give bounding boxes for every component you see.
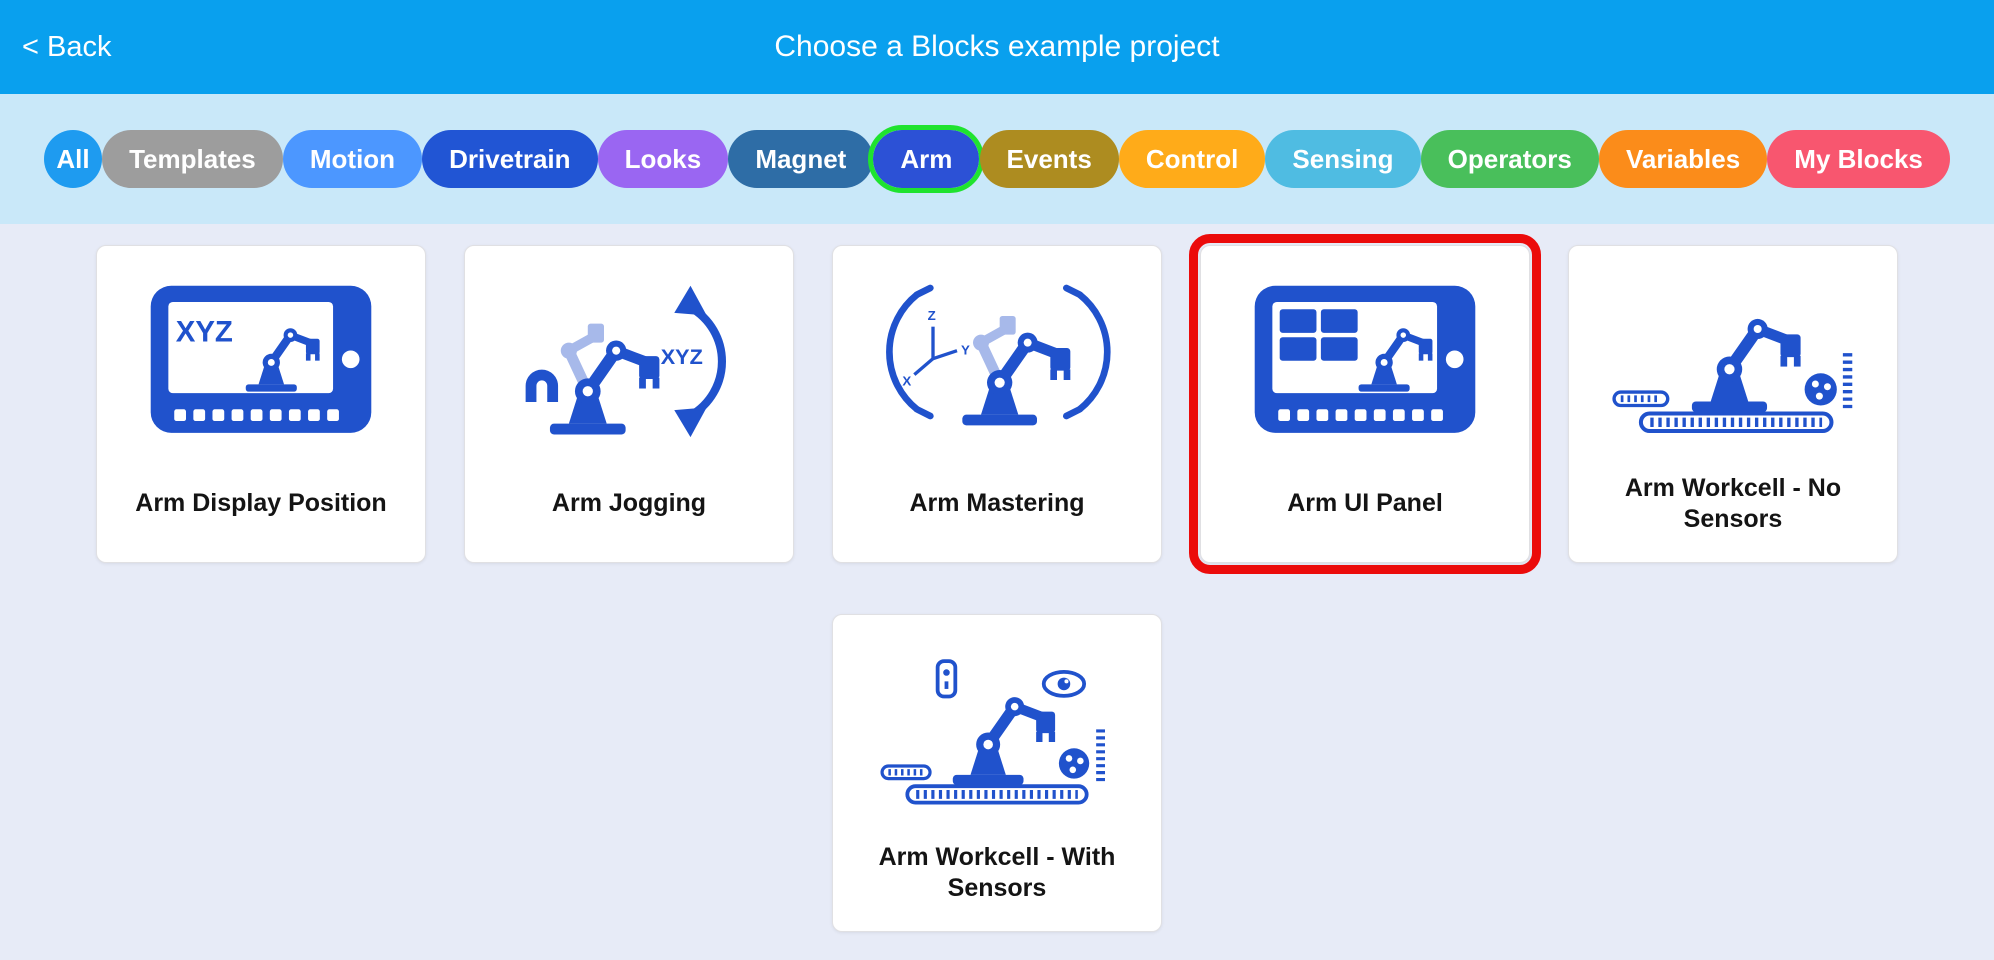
top-bar: < Back Choose a Blocks example project bbox=[0, 0, 1994, 94]
arm-jogging-icon: XYZ bbox=[465, 260, 793, 465]
filter-looks[interactable]: Looks bbox=[597, 130, 729, 188]
filter-arm[interactable]: Arm bbox=[868, 125, 985, 193]
svg-text:XYZ: XYZ bbox=[661, 344, 703, 369]
svg-text:X: X bbox=[902, 373, 911, 388]
filter-magnet[interactable]: Magnet bbox=[728, 130, 874, 188]
arm-workcell-with-sensors-icon bbox=[833, 629, 1161, 834]
arm-display-position-icon: XYZ bbox=[97, 260, 425, 465]
filter-my-blocks[interactable]: My Blocks bbox=[1767, 130, 1950, 188]
filter-motion[interactable]: Motion bbox=[282, 130, 423, 188]
svg-text:Y: Y bbox=[961, 342, 970, 357]
project-card-arm-ui-panel[interactable]: Arm UI Panel bbox=[1189, 234, 1541, 574]
project-card-label: Arm UI Panel bbox=[1287, 489, 1443, 518]
page-title: Choose a Blocks example project bbox=[774, 30, 1220, 63]
project-card-label: Arm Workcell - With Sensors bbox=[878, 843, 1116, 902]
project-card-arm-workcell-with-sensors[interactable]: Arm Workcell - With Sensors bbox=[832, 614, 1162, 932]
arm-ui-panel-icon bbox=[1201, 260, 1529, 465]
back-button[interactable]: < Back bbox=[22, 30, 112, 63]
filter-operators[interactable]: Operators bbox=[1420, 130, 1599, 188]
filter-variables[interactable]: Variables bbox=[1598, 130, 1768, 188]
project-card-label: Arm Workcell - No Sensors bbox=[1624, 474, 1842, 533]
filter-templates[interactable]: Templates bbox=[102, 130, 283, 188]
svg-text:Z: Z bbox=[928, 308, 936, 323]
svg-text:XYZ: XYZ bbox=[176, 316, 233, 349]
filter-all[interactable]: All bbox=[44, 130, 102, 188]
filter-control[interactable]: Control bbox=[1118, 130, 1266, 188]
arm-workcell-no-sensors-icon bbox=[1569, 260, 1897, 465]
cards-row-2: Arm Workcell - With Sensors bbox=[0, 614, 1994, 932]
project-card-arm-jogging[interactable]: XYZ Arm Jogging bbox=[464, 245, 794, 563]
project-card-arm-display-position[interactable]: XYZ Arm Display Position bbox=[96, 245, 426, 563]
project-card-label: Arm Jogging bbox=[551, 489, 707, 518]
filter-events[interactable]: Events bbox=[979, 130, 1119, 188]
project-card-arm-workcell-no-sensors[interactable]: Arm Workcell - No Sensors bbox=[1568, 245, 1898, 563]
project-card-label: Arm Mastering bbox=[909, 489, 1085, 518]
cards-row-1: XYZ Arm Display Position XYZ Arm Jogging bbox=[0, 234, 1994, 574]
filter-sensing[interactable]: Sensing bbox=[1265, 130, 1421, 188]
filter-drivetrain[interactable]: Drivetrain bbox=[422, 130, 598, 188]
arm-mastering-icon: Z Y X bbox=[833, 260, 1161, 465]
project-grid: XYZ Arm Display Position XYZ Arm Jogging bbox=[0, 224, 1994, 960]
project-card-label: Arm Display Position bbox=[135, 489, 387, 518]
project-card-arm-mastering[interactable]: Z Y X Arm Mastering bbox=[832, 245, 1162, 563]
